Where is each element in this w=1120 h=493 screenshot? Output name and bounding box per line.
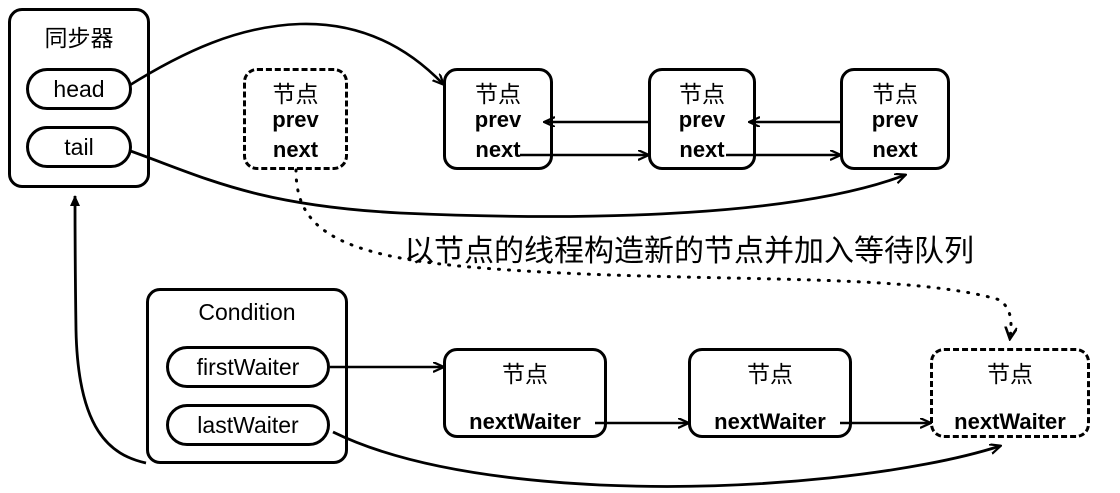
sync-queue-node-1-field-prev: prev (474, 107, 522, 132)
synchronizer-field-tail-label: tail (64, 133, 94, 160)
condition-field-lastwaiter[interactable]: lastWaiter (166, 404, 330, 446)
sync-queue-node-3-field-next: next (872, 137, 918, 162)
condition-queue-node-1: 节点 nextWaiter (443, 348, 607, 438)
edge-lastwaiter-to-last-node (332, 430, 1000, 488)
pending-node-field-next: next (272, 137, 319, 162)
condition-title: Condition (198, 299, 296, 325)
sync-queue-node-1-field-next: next (475, 137, 521, 162)
sync-queue-node-2-field-next: next (679, 137, 725, 162)
condition-queue-node-3-field-nextwaiter: nextWaiter (954, 409, 1066, 434)
synchronizer-field-head[interactable]: head (26, 68, 132, 110)
synchronizer-field-head-label: head (53, 75, 105, 102)
condition-field-lastwaiter-label: lastWaiter (197, 411, 299, 438)
condition-queue-node-2-title: 节点 (747, 361, 793, 387)
pending-node-field-prev: prev (272, 107, 319, 132)
condition-queue-node-2: 节点 nextWaiter (688, 348, 852, 438)
condition-field-firstwaiter[interactable]: firstWaiter (166, 346, 330, 388)
edge-condition-to-synchronizer (70, 195, 147, 465)
condition-queue-node-1-title: 节点 (502, 361, 548, 387)
pending-node-title: 节点 (272, 81, 319, 107)
condition-queue-node-1-field-nextwaiter: nextWaiter (469, 409, 581, 434)
sync-queue-node-3: 节点 prev next (840, 68, 950, 170)
condition-queue-node-3: 节点 nextWaiter (930, 348, 1090, 438)
transfer-annotation-label: 以节点的线程构造新的节点并加入等待队列 (404, 235, 974, 268)
sync-queue-node-2: 节点 prev next (648, 68, 756, 170)
condition-queue-node-2-field-nextwaiter: nextWaiter (714, 409, 826, 434)
condition-box: Condition (146, 288, 348, 464)
sync-queue-node-2-title: 节点 (679, 81, 725, 107)
sync-queue-node-3-field-prev: prev (871, 107, 919, 132)
sync-queue-node-2-field-prev: prev (678, 107, 726, 132)
condition-queue-node-3-title: 节点 (987, 361, 1033, 387)
pending-node-box: 节点 prev next (243, 68, 348, 170)
synchronizer-field-tail[interactable]: tail (26, 126, 132, 168)
synchronizer-title: 同步器 (44, 25, 114, 51)
sync-queue-node-1-title: 节点 (475, 81, 521, 107)
condition-field-firstwaiter-label: firstWaiter (196, 353, 300, 380)
sync-queue-node-1: 节点 prev next (443, 68, 553, 170)
sync-queue-node-3-title: 节点 (872, 81, 918, 107)
synchronizer-box: 同步器 (8, 8, 150, 188)
